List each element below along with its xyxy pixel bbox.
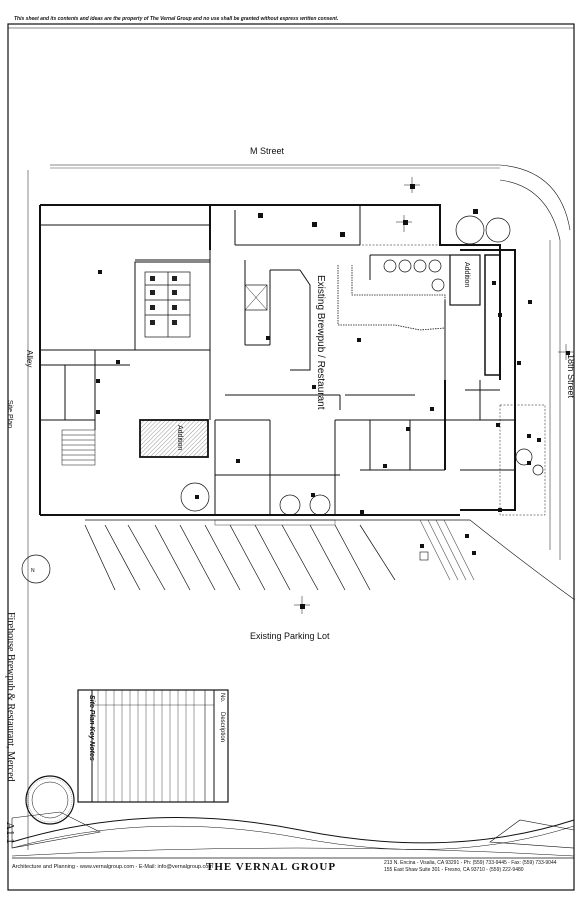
view-title: Site Plan xyxy=(6,400,13,429)
addition-left-label: Addition xyxy=(176,425,183,451)
firm-name: THE VERNAL GROUP xyxy=(206,861,337,873)
key-notes-no-header: No. xyxy=(219,693,225,703)
eighteenth-street-label: 18th Street xyxy=(566,354,576,399)
project-title: Firehouse Brewpub & Restaurant, Merced xyxy=(5,612,16,782)
address-line-1: 213 N. Encina - Visalia, CA 93291 - Ph: … xyxy=(384,860,557,866)
svg-text:N: N xyxy=(31,568,35,574)
footer-contact: Architecture and Planning - www.vernalgr… xyxy=(12,864,213,870)
parking-lot-label: Existing Parking Lot xyxy=(250,631,330,641)
m-street-label: M Street xyxy=(250,146,285,156)
sheet-number: A1.1 xyxy=(4,822,16,844)
addition-right-label: Addition xyxy=(463,262,470,288)
key-notes-desc-header: Description xyxy=(219,712,225,743)
firm-address: 213 N. Encina - Visalia, CA 93291 - Ph: … xyxy=(384,860,557,874)
key-notes-title: Site Plan Key Notes xyxy=(88,695,95,761)
disclaimer-note: This sheet and its contents and ideas ar… xyxy=(14,16,339,22)
address-line-2: 155 East Shaw Suite 301 - Fresno, CA 937… xyxy=(384,867,524,873)
main-room-label: Existing Brewpub / Restaurant xyxy=(315,275,326,410)
alley-label: Alley xyxy=(25,350,34,368)
